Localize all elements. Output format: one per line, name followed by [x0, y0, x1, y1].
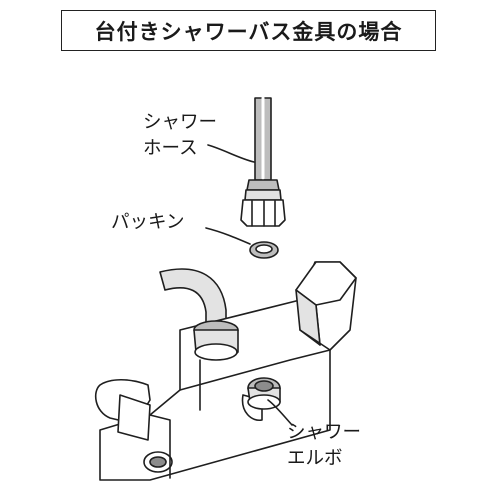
- label-packing-text: パッキン: [111, 212, 185, 233]
- label-shower-elbow-line1: シャワー: [287, 422, 362, 443]
- label-packing: パッキン: [111, 210, 184, 236]
- diagram-title-text: 台付きシャワーバス金具の場合: [94, 19, 403, 44]
- shower-hose: [240, 96, 286, 227]
- label-shower-elbow-line2: エルボ: [287, 448, 343, 469]
- diagram-title: 台付きシャワーバス金具の場合: [61, 10, 436, 51]
- label-shower-hose-line2: ホース: [143, 138, 198, 159]
- label-shower-elbow: シャワー エルボ: [287, 420, 361, 472]
- label-shower-hose-line1: シャワー: [143, 112, 218, 133]
- packing-ring: [249, 241, 279, 259]
- leader-lines: [205, 144, 293, 426]
- label-shower-hose: シャワー ホース: [143, 110, 217, 162]
